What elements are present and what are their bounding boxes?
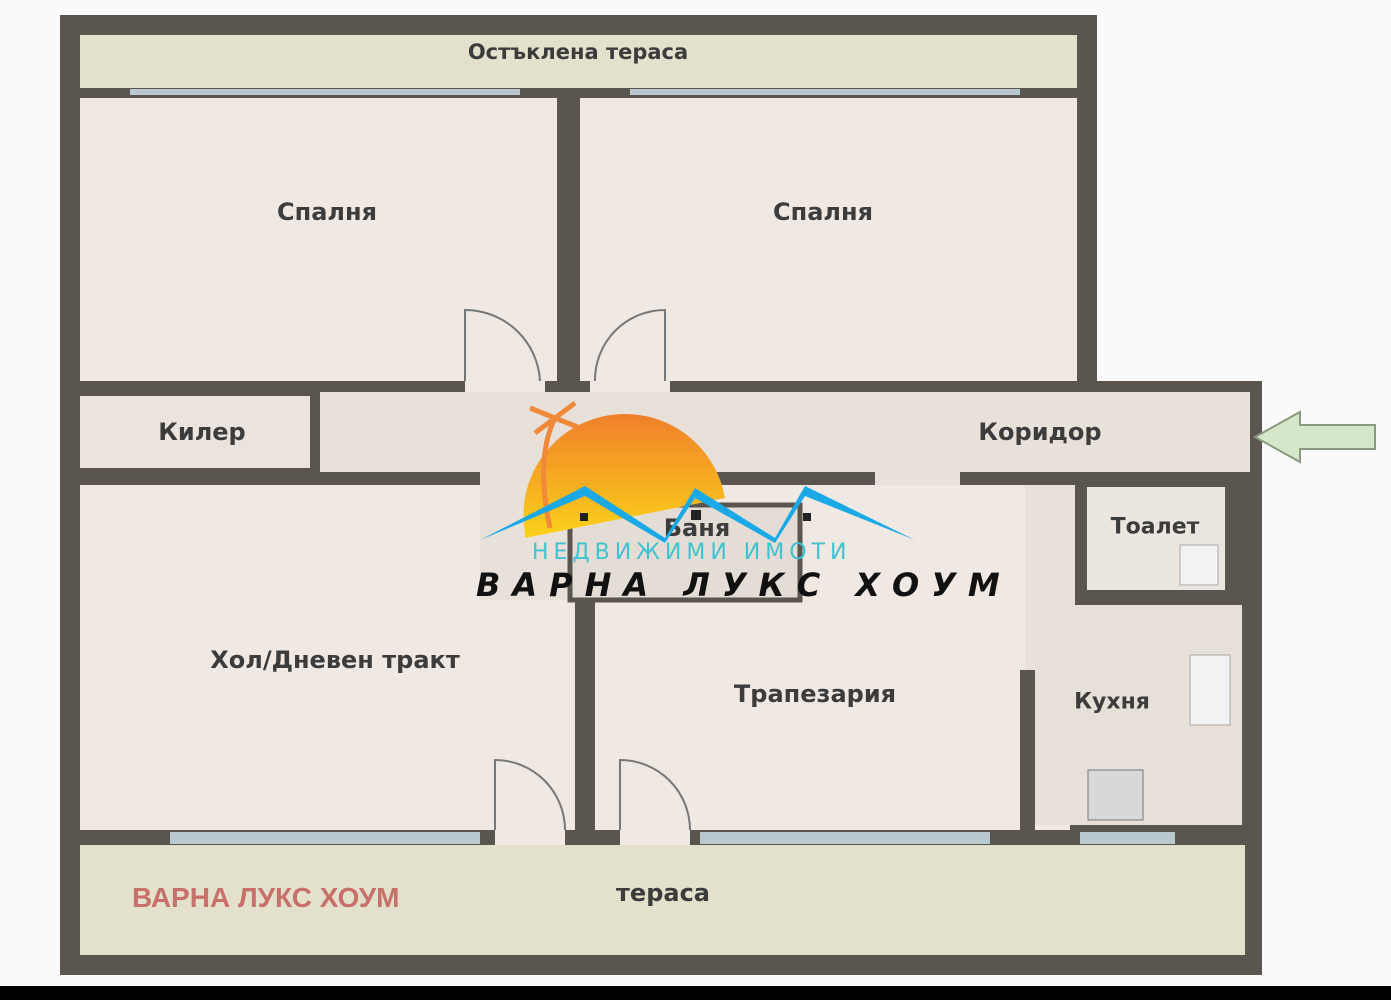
window	[130, 89, 520, 95]
window-icon	[691, 510, 701, 520]
stove-icon	[1087, 769, 1144, 821]
bedroom-2-area	[580, 98, 1077, 381]
arrow-left-icon	[1252, 410, 1376, 464]
terrace-area	[80, 845, 1245, 955]
room-label-toilet: Тоалет	[1110, 514, 1200, 540]
door-swing	[494, 758, 566, 831]
door-opening	[465, 381, 545, 392]
room-label-bedroom-1: Спалня	[277, 198, 377, 226]
window	[170, 832, 480, 844]
glazed-terrace-area	[80, 35, 1077, 88]
room-label-corridor: Коридор	[978, 418, 1102, 446]
window	[700, 832, 990, 844]
room-label-glazed-terrace: Остъклена тераса	[467, 40, 689, 64]
sun-icon	[523, 413, 725, 538]
room-label-living-room: Хол/Дневен тракт	[210, 646, 460, 674]
door-opening	[620, 830, 690, 845]
palm-tree-icon	[529, 401, 581, 529]
bedroom-1-area	[80, 98, 557, 381]
door-opening	[875, 470, 960, 485]
door-swing	[593, 308, 666, 382]
door-opening	[590, 381, 670, 392]
sink-icon	[1189, 654, 1231, 726]
pantry-area	[80, 396, 310, 468]
window	[630, 89, 1020, 95]
window-icon	[803, 513, 811, 521]
bottom-bar	[0, 986, 1391, 1000]
toilet-bowl-icon	[1179, 544, 1219, 586]
company-logo	[480, 401, 915, 543]
door-opening	[495, 830, 565, 845]
room-label-bedroom-2: Спалня	[773, 198, 873, 226]
window	[1080, 832, 1175, 844]
room-label-terrace: тераса	[616, 879, 710, 907]
watermark: ВАРНА ЛУКС ХОУМ	[132, 882, 400, 913]
roof-icon	[480, 486, 915, 543]
corridor-area	[320, 392, 1250, 472]
logo-name: ВАРНА ЛУКС ХОУМ	[476, 566, 1012, 604]
logo-subtitle: НЕДВИЖИМИ ИМОТИ	[532, 540, 852, 565]
room-label-pantry: Килер	[158, 418, 246, 446]
wall	[1020, 670, 1035, 830]
room-label-dining-room: Трапезария	[733, 680, 897, 708]
room-label-kitchen: Кухня	[1074, 689, 1150, 715]
window-icon	[580, 513, 588, 521]
door-swing	[619, 758, 691, 831]
door-swing	[464, 308, 541, 382]
